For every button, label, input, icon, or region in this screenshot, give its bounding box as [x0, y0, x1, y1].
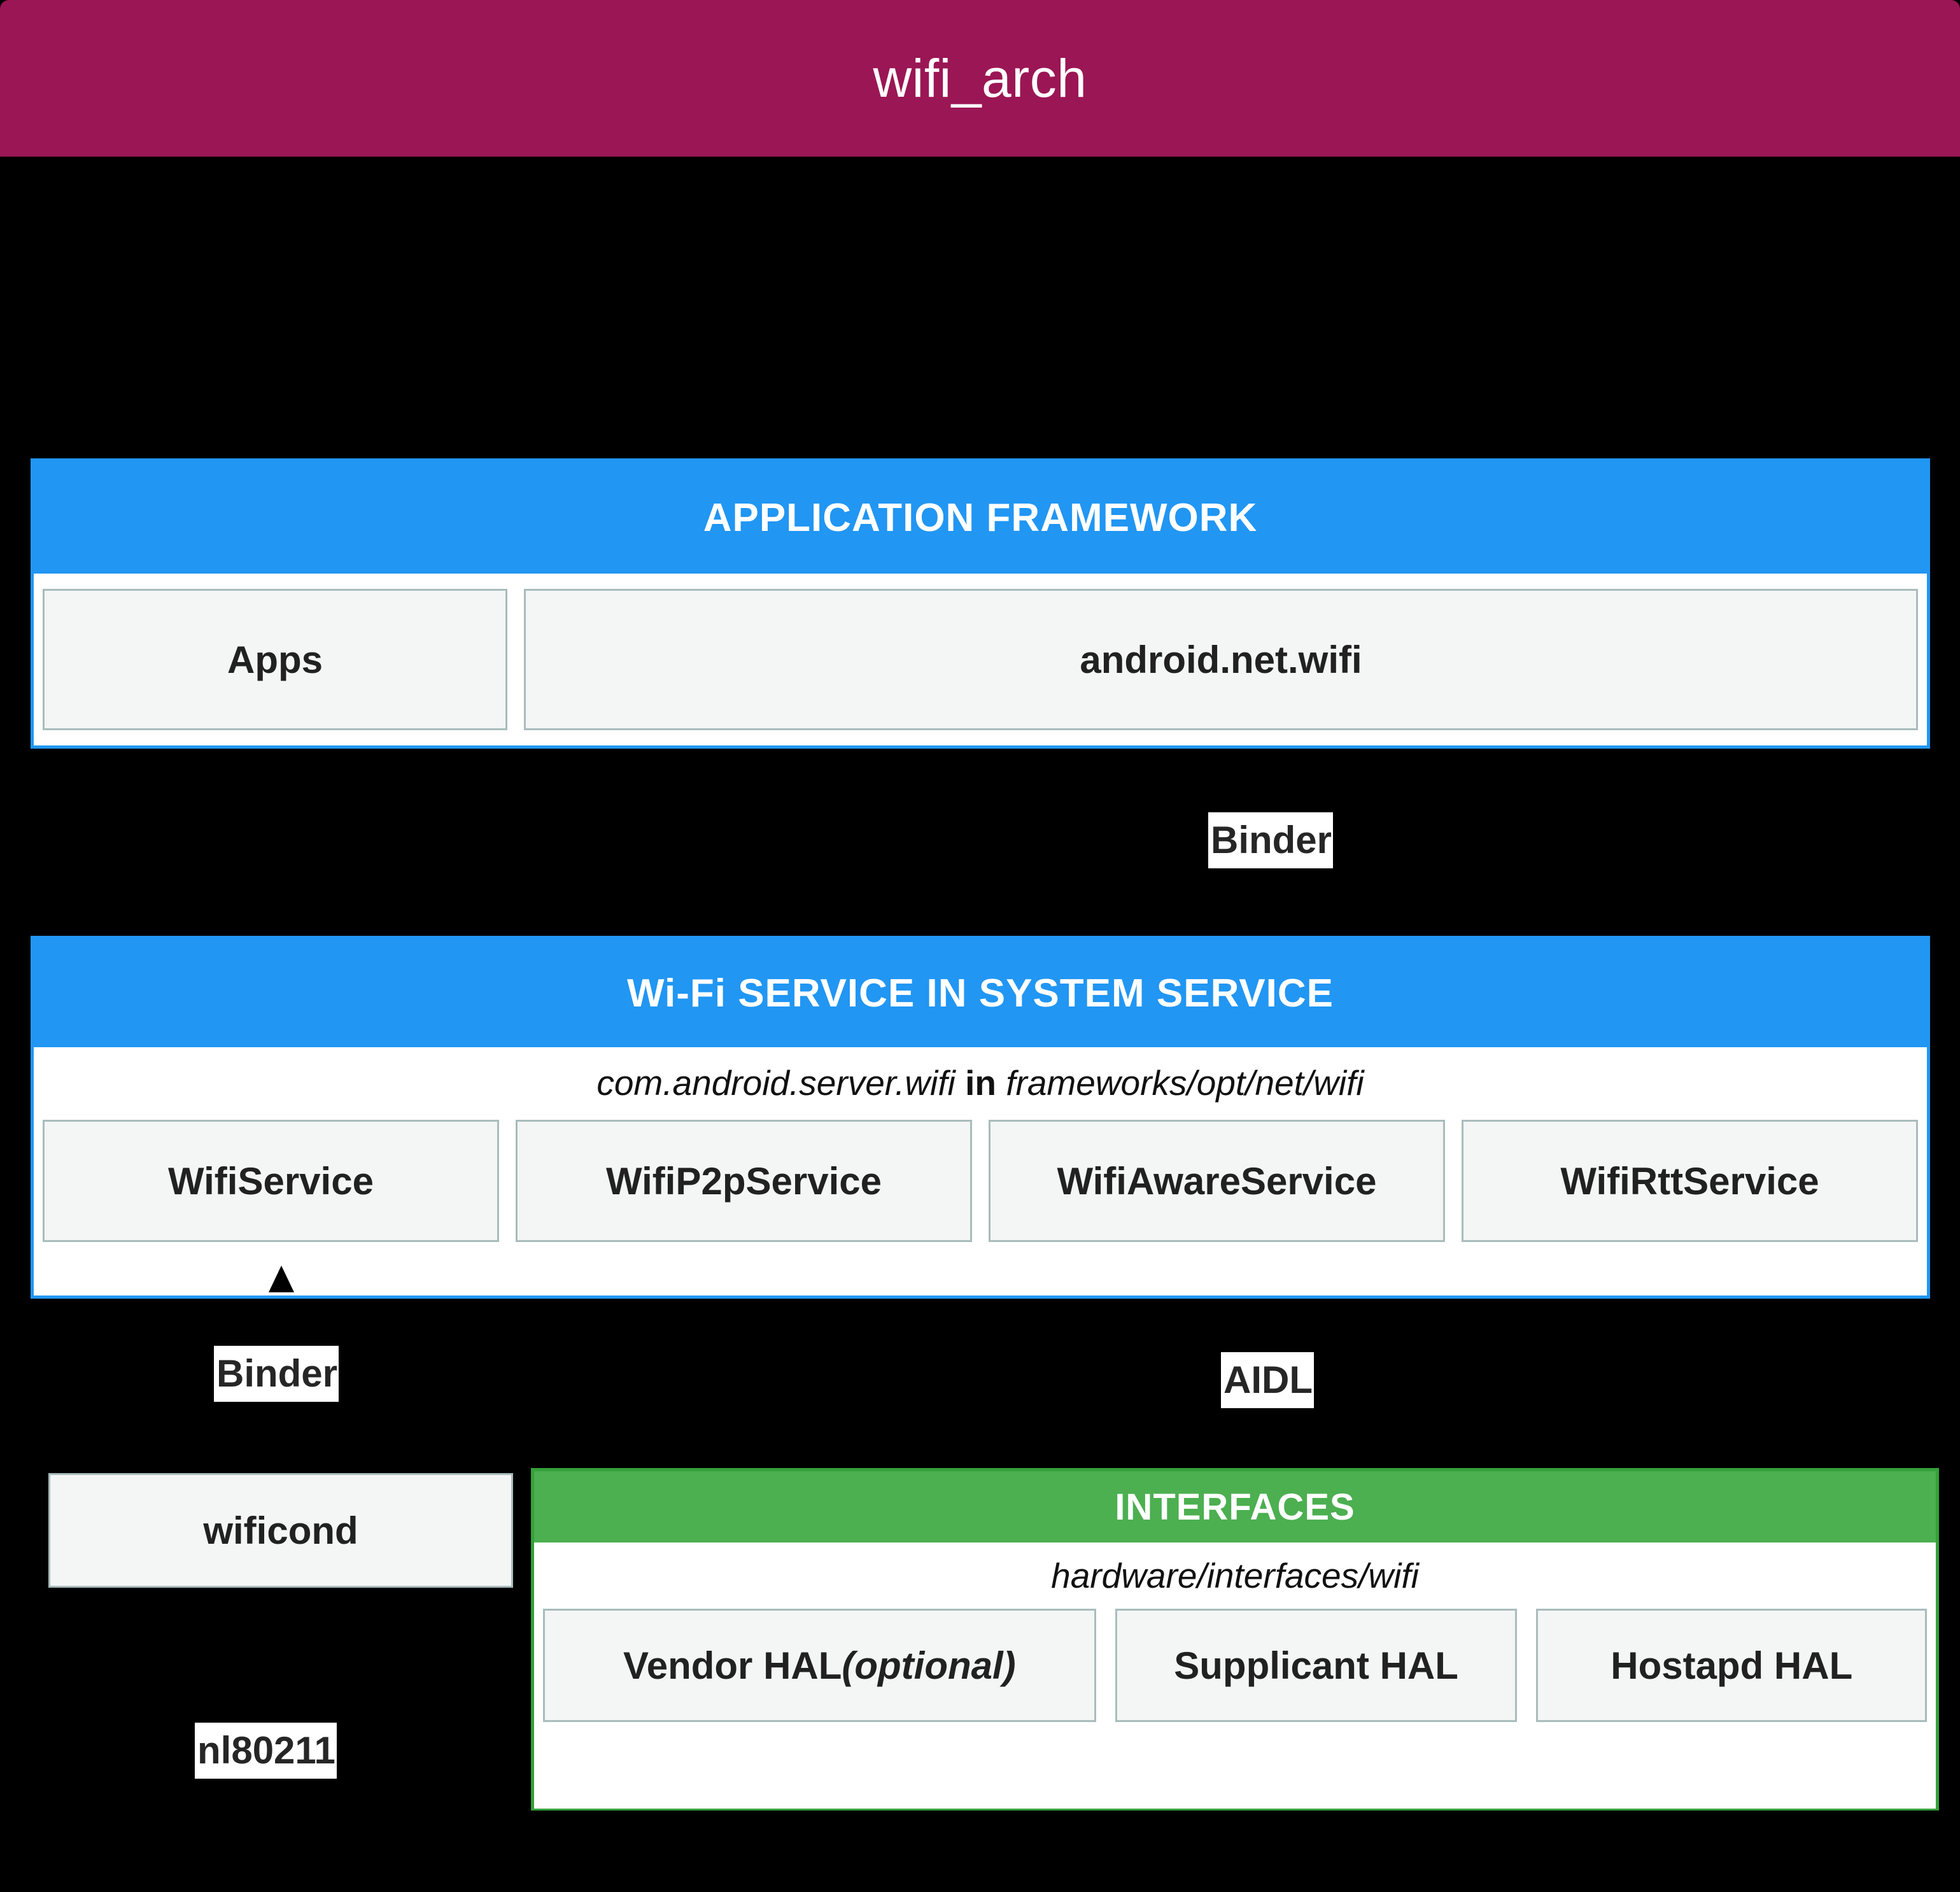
window-title: wifi_arch — [873, 48, 1087, 108]
wifi-service-body: com.android.server.wifi in frameworks/op… — [34, 1047, 1927, 1295]
layer-interfaces: INTERFACES hardware/interfaces/wifi Vend… — [531, 1468, 1939, 1811]
box-apps[interactable]: Apps — [43, 589, 507, 730]
application-framework-body: Apps android.net.wifi — [34, 574, 1927, 745]
connector-label-binder-mid: Binder — [214, 1346, 339, 1402]
box-wifip2pservice[interactable]: WifiP2pService — [516, 1120, 972, 1242]
box-vendor-hal-label: Vendor HAL — [623, 1644, 842, 1687]
box-wificond[interactable]: wificond — [48, 1473, 513, 1588]
box-wifirttservice[interactable]: WifiRttService — [1462, 1120, 1918, 1242]
arrow-up-icon-wificond-to-wifiservice — [269, 1266, 294, 1292]
wifi-service-header: Wi-Fi SERVICE IN SYSTEM SERVICE — [34, 939, 1927, 1047]
box-wifiservice[interactable]: WifiService — [43, 1120, 499, 1242]
connector-label-nl80211: nl80211 — [195, 1723, 337, 1779]
wifi-service-box-row: WifiService WifiP2pService WifiAwareServ… — [34, 1120, 1927, 1242]
wifi-service-subtitle-path: frameworks/opt/net/wifi — [1006, 1063, 1364, 1103]
interfaces-box-row: Vendor HAL (optional) Supplicant HAL Hos… — [534, 1609, 1936, 1722]
layer-wifi-service: Wi-Fi SERVICE IN SYSTEM SERVICE com.andr… — [31, 936, 1930, 1299]
box-supplicant-hal[interactable]: Supplicant HAL — [1115, 1609, 1518, 1722]
wifi-service-subtitle-in: in — [965, 1063, 996, 1103]
connector-label-aidl: AIDL — [1221, 1352, 1314, 1408]
box-hostapd-hal[interactable]: Hostapd HAL — [1536, 1609, 1927, 1722]
interfaces-header: INTERFACES — [534, 1471, 1936, 1543]
diagram-canvas: APPLICATION FRAMEWORK Apps android.net.w… — [0, 157, 1960, 1892]
wifi-service-subtitle: com.android.server.wifi in frameworks/op… — [34, 1062, 1927, 1103]
wifi-service-subtitle-package: com.android.server.wifi — [596, 1063, 955, 1103]
interfaces-subtitle: hardware/interfaces/wifi — [1051, 1556, 1419, 1595]
connector-label-binder-top: Binder — [1208, 812, 1334, 868]
application-framework-box-row: Apps android.net.wifi — [43, 589, 1918, 730]
interfaces-body: hardware/interfaces/wifi Vendor HAL (opt… — [534, 1543, 1936, 1809]
application-framework-header: APPLICATION FRAMEWORK — [34, 462, 1927, 574]
window-title-bar: wifi_arch — [0, 0, 1960, 157]
box-wifiawareservice[interactable]: WifiAwareService — [989, 1120, 1445, 1242]
box-vendor-hal-optional: (optional) — [842, 1644, 1016, 1687]
box-android-net-wifi[interactable]: android.net.wifi — [524, 589, 1918, 730]
box-vendor-hal[interactable]: Vendor HAL (optional) — [543, 1609, 1096, 1722]
layer-application-framework: APPLICATION FRAMEWORK Apps android.net.w… — [31, 458, 1930, 749]
